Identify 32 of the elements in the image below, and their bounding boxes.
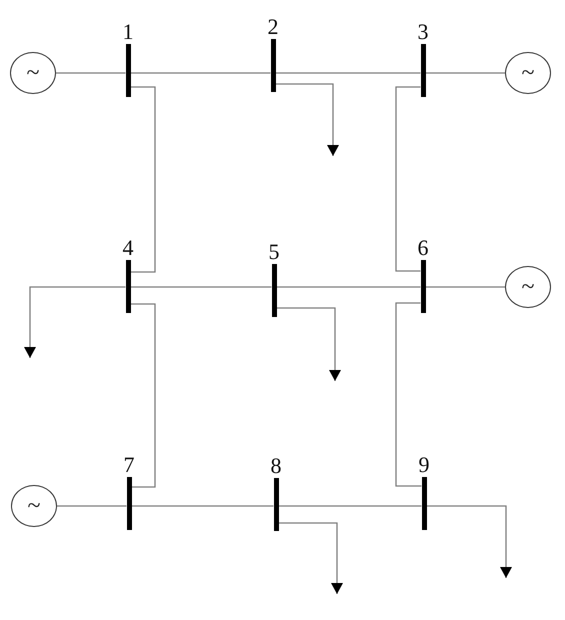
bus-number: 7 [124,456,134,474]
generator-circle: ~ [10,52,56,94]
generator-circle: ~ [505,52,551,94]
power-line [132,505,274,507]
bus-number: 4 [122,239,134,257]
power-line [395,302,422,487]
bus-number: 1 [122,23,134,41]
power-line [395,86,420,272]
load-arrow [426,505,512,578]
power-line [130,72,270,74]
bus-number: 9 [418,456,430,474]
generator-circle: ~ [505,266,551,308]
load-arrow [276,307,341,381]
power-line [57,505,126,507]
bus-number: 5 [268,243,280,261]
power-line [130,286,272,288]
load-arrow [278,522,343,594]
power-line [276,72,420,74]
power-line [130,86,156,273]
power-line [56,72,126,74]
load-arrow [24,286,126,358]
generator-circle: ~ [11,485,57,527]
power-line [130,303,156,488]
bus-number: 8 [270,457,282,475]
power-line [426,286,505,288]
load-arrow [276,83,339,156]
power-line [278,505,422,507]
bus-number: 6 [418,239,428,257]
power-line [276,286,420,288]
bus-number: 3 [418,23,428,41]
power-line [426,72,505,74]
bus-number: 2 [268,18,278,36]
